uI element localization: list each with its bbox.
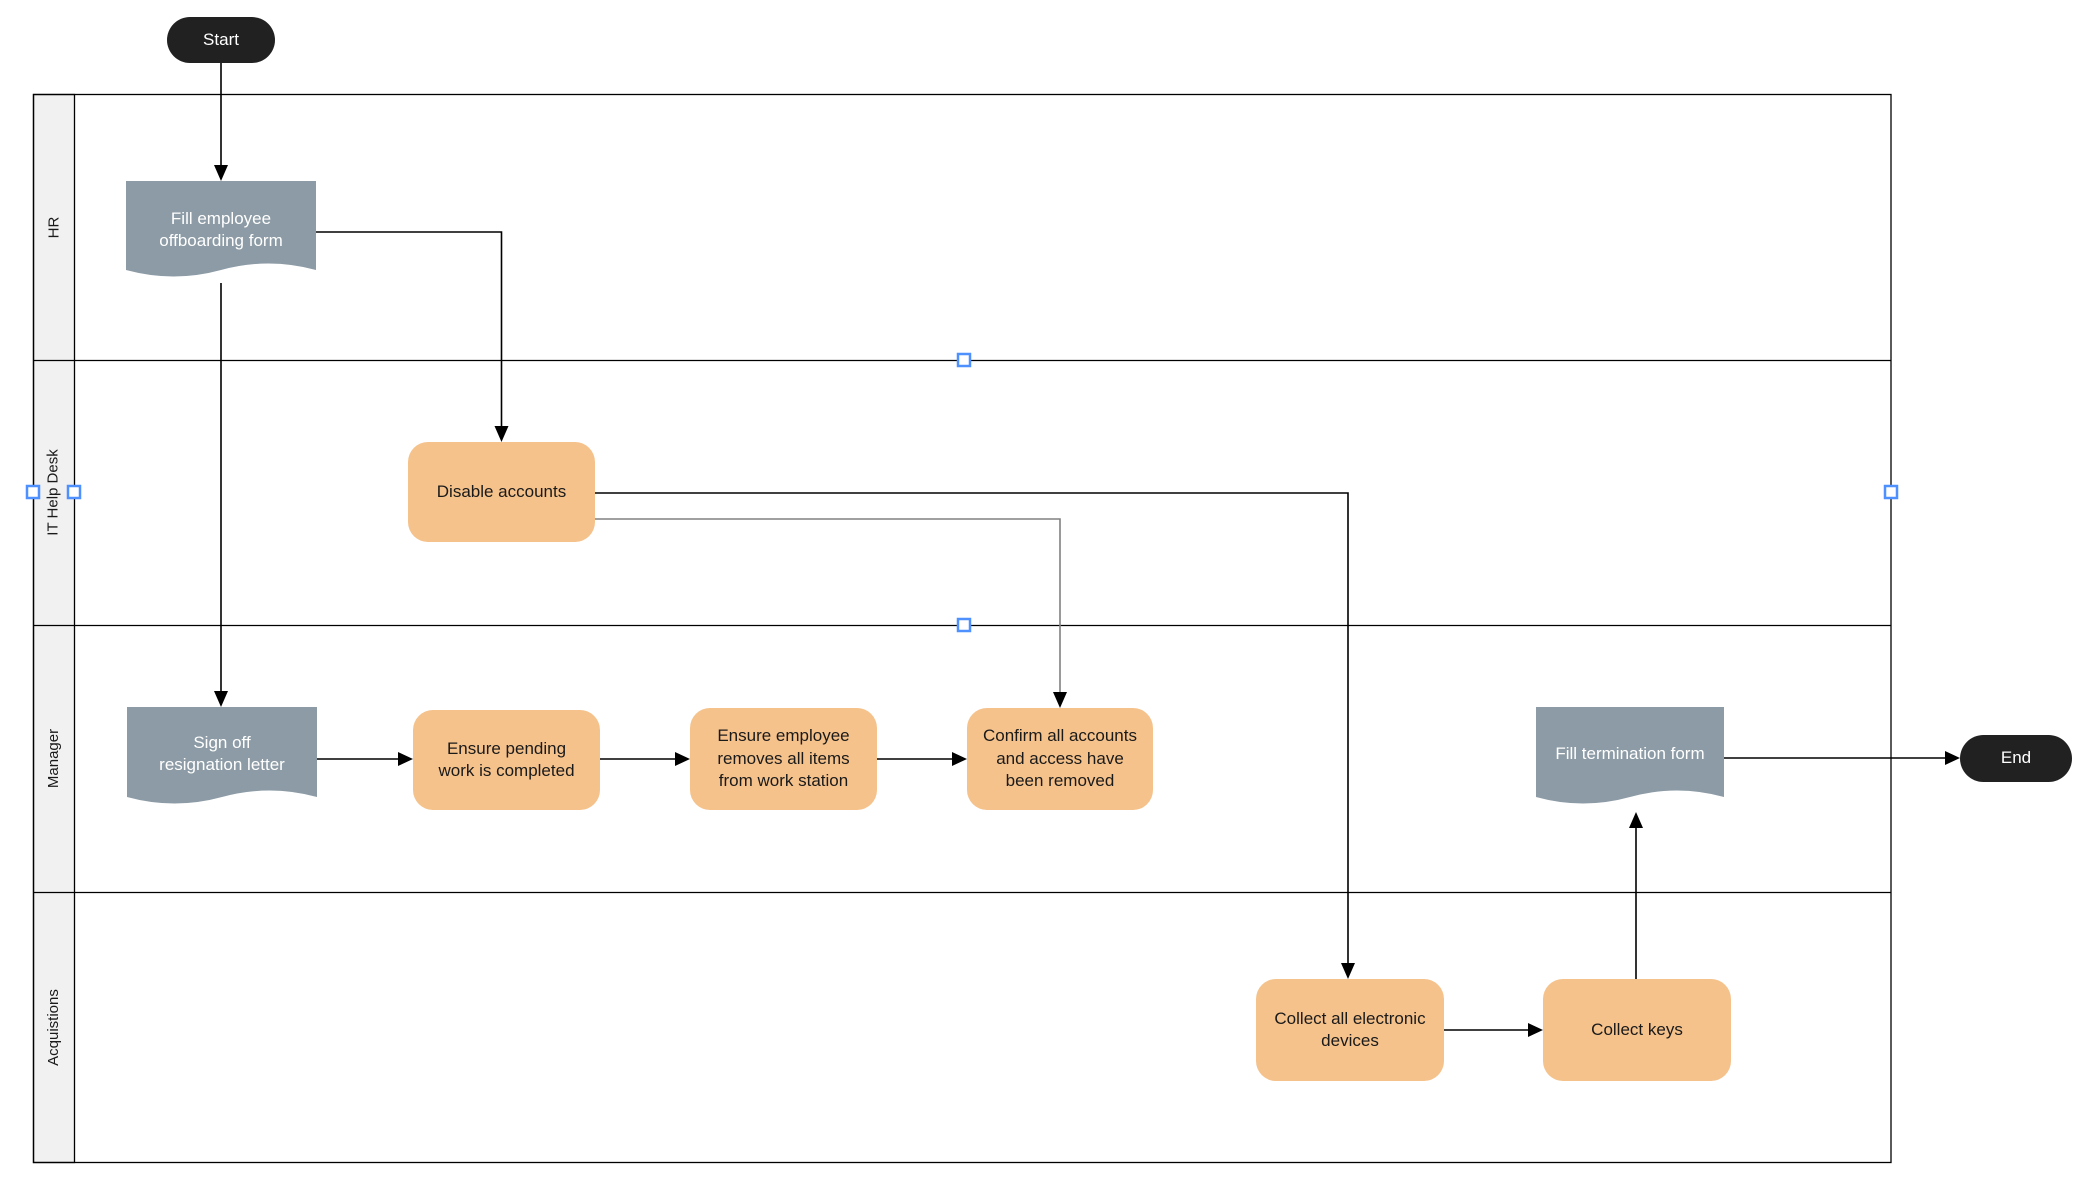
lane-label-acquistions[interactable]: Acquistions: [33, 892, 74, 1162]
arrowhead-down-icon: [1341, 963, 1355, 979]
node-ensure-pending-work[interactable]: Ensure pending work is completed: [413, 710, 600, 810]
selection-handle-left[interactable]: [25, 484, 41, 500]
node-disable-accounts[interactable]: Disable accounts: [408, 442, 595, 542]
node-label: Start: [203, 29, 239, 49]
node-end[interactable]: End: [1960, 735, 2072, 782]
selection-handle-top[interactable]: [956, 352, 972, 368]
arrowhead-right-icon: [1528, 1023, 1543, 1037]
edge-disable-to-collect-devices[interactable]: [595, 492, 1349, 964]
node-label: Collect all electronic devices: [1274, 1008, 1426, 1050]
selection-handle-bottom[interactable]: [956, 617, 972, 633]
lane-label-it-help-desk[interactable]: IT Help Desk: [33, 360, 74, 625]
node-collect-electronic-devices[interactable]: Collect all electronic devices: [1256, 979, 1444, 1081]
edge-disable-to-confirm[interactable]: [595, 518, 1061, 693]
node-label: End: [2000, 748, 2032, 768]
node-fill-termination-form[interactable]: Fill termination form: [1541, 712, 1719, 796]
node-label: Ensure pending work is completed: [438, 738, 575, 780]
document-shape-sign-off[interactable]: [127, 707, 317, 804]
arrowhead-right-icon: [398, 752, 413, 766]
lane-label-text: IT Help Desk: [45, 449, 63, 536]
arrowhead-down-icon: [214, 691, 228, 707]
arrowhead-right-icon: [1945, 751, 1960, 765]
lane-label-text: HR: [44, 216, 62, 238]
swimlane-pool[interactable]: [32, 93, 1892, 1164]
arrowhead-right-icon: [952, 752, 967, 766]
selection-handle-label-divider[interactable]: [66, 484, 82, 500]
pool-frame: [32, 93, 1892, 1164]
node-ensure-employee-removes-items[interactable]: Ensure employee removes all items from w…: [690, 708, 877, 810]
node-start[interactable]: Start: [167, 17, 275, 63]
arrowhead-down-icon: [494, 426, 509, 442]
document-shape-fill-offboarding[interactable]: [126, 181, 316, 277]
arrowheads: [214, 165, 1960, 1037]
node-label: Collect keys: [1591, 1019, 1683, 1039]
lane-label-hr[interactable]: HR: [33, 94, 74, 360]
node-label: Fill employee offboarding form: [159, 208, 283, 250]
node-label: Fill termination form: [1555, 743, 1705, 763]
node-label: Ensure employee removes all items from w…: [717, 726, 850, 791]
arrowhead-down-icon: [1053, 692, 1067, 708]
edge-offboarding-to-disable[interactable]: [316, 231, 503, 427]
node-label: Sign off resignation letter: [159, 732, 285, 774]
arrowhead-up-icon: [1629, 812, 1643, 828]
lane-header-strip[interactable]: [32, 93, 76, 1164]
arrowhead-down-icon: [214, 165, 228, 181]
selection-handles: [25, 352, 1899, 633]
node-fill-employee-offboarding-form[interactable]: Fill employee offboarding form: [131, 186, 311, 274]
node-label: Disable accounts: [436, 481, 567, 501]
document-shape-fill-termination[interactable]: [1536, 707, 1724, 804]
arrowhead-right-icon: [675, 752, 690, 766]
lane-label-text: Acquistions: [45, 988, 62, 1066]
connectors: [220, 63, 1946, 1031]
node-label: Confirm all accounts and access have bee…: [982, 726, 1137, 791]
document-shapes: [126, 181, 1724, 804]
node-sign-off-resignation-letter[interactable]: Sign off resignation letter: [132, 712, 312, 796]
lane-label-manager[interactable]: Manager: [33, 625, 74, 892]
node-confirm-accounts-removed[interactable]: Confirm all accounts and access have bee…: [967, 708, 1153, 810]
lane-label-text: Manager: [45, 728, 63, 789]
selection-handle-right[interactable]: [1883, 484, 1899, 500]
node-collect-keys[interactable]: Collect keys: [1543, 979, 1731, 1081]
